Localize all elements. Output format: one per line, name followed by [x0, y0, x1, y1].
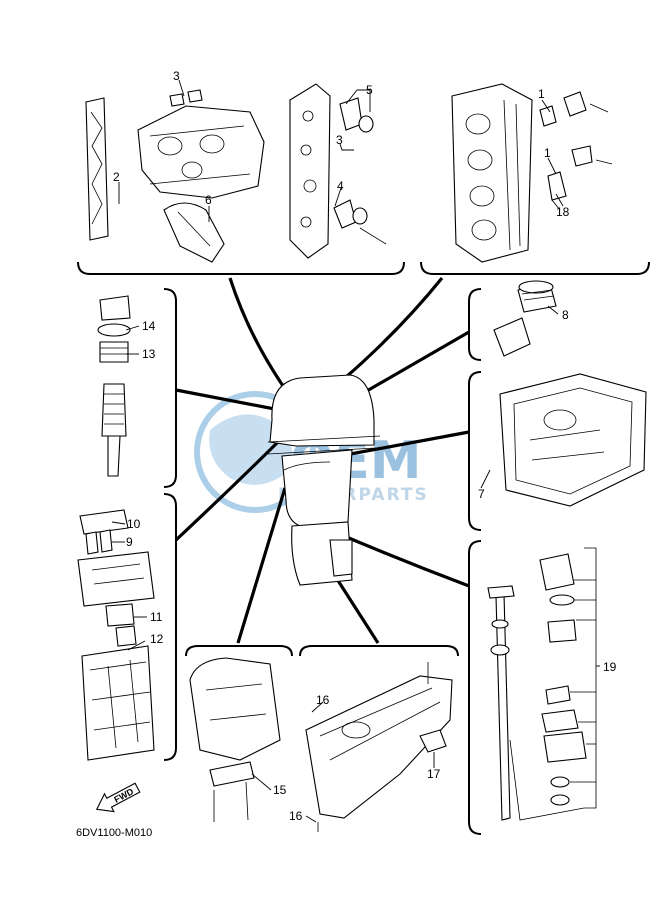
- callout-19: 19: [603, 660, 617, 674]
- callout-3-right: 3: [336, 133, 343, 147]
- callout-6: 6: [205, 193, 212, 207]
- callout-5: 5: [366, 83, 373, 97]
- lower-cover-group: [189, 657, 281, 822]
- leader-lines: [111, 79, 600, 823]
- diagram-code: 6DV1100-M010: [76, 827, 152, 839]
- callout-3-left: 3: [173, 69, 180, 83]
- callout-17: 17: [427, 767, 441, 781]
- outboard-motor-silhouette: [267, 374, 381, 586]
- exhaust-guide-group: [81, 645, 155, 761]
- callout-1-upper: 1: [538, 87, 545, 101]
- group-brackets: [77, 261, 650, 835]
- callout-12: 12: [150, 632, 164, 646]
- gear-case-group: [305, 662, 453, 832]
- callout-4: 4: [337, 179, 344, 193]
- callout-15: 15: [273, 783, 287, 797]
- callout-10: 10: [127, 517, 141, 531]
- callout-14: 14: [142, 319, 156, 333]
- callout-8: 8: [562, 308, 569, 322]
- callout-16-upper: 16: [316, 693, 330, 707]
- callout-11: 11: [150, 610, 163, 624]
- cylinder-head-left-group: [85, 89, 265, 263]
- upper-casing-group: [499, 373, 647, 507]
- exhaust-cover-group: [289, 83, 387, 259]
- fuel-filter-group: [97, 295, 131, 477]
- callout-13: 13: [142, 347, 156, 361]
- cylinder-block-group: [451, 83, 613, 263]
- callout-1-lower: 1: [544, 146, 551, 160]
- fwd-arrow-icon: FWD: [95, 782, 141, 813]
- water-pump-group: [487, 547, 597, 821]
- callout-9: 9: [126, 535, 133, 549]
- vapor-separator-group: [77, 509, 155, 647]
- callout-2: 2: [113, 170, 120, 184]
- callout-labels: 1 1 2 3 3 4 5 6 7 8 9 10 11 12 13 14 15 …: [113, 69, 617, 823]
- oil-filter-group: [493, 280, 557, 357]
- callout-7: 7: [478, 487, 485, 501]
- callout-18: 18: [556, 205, 570, 219]
- callout-16-lower: 16: [289, 809, 303, 823]
